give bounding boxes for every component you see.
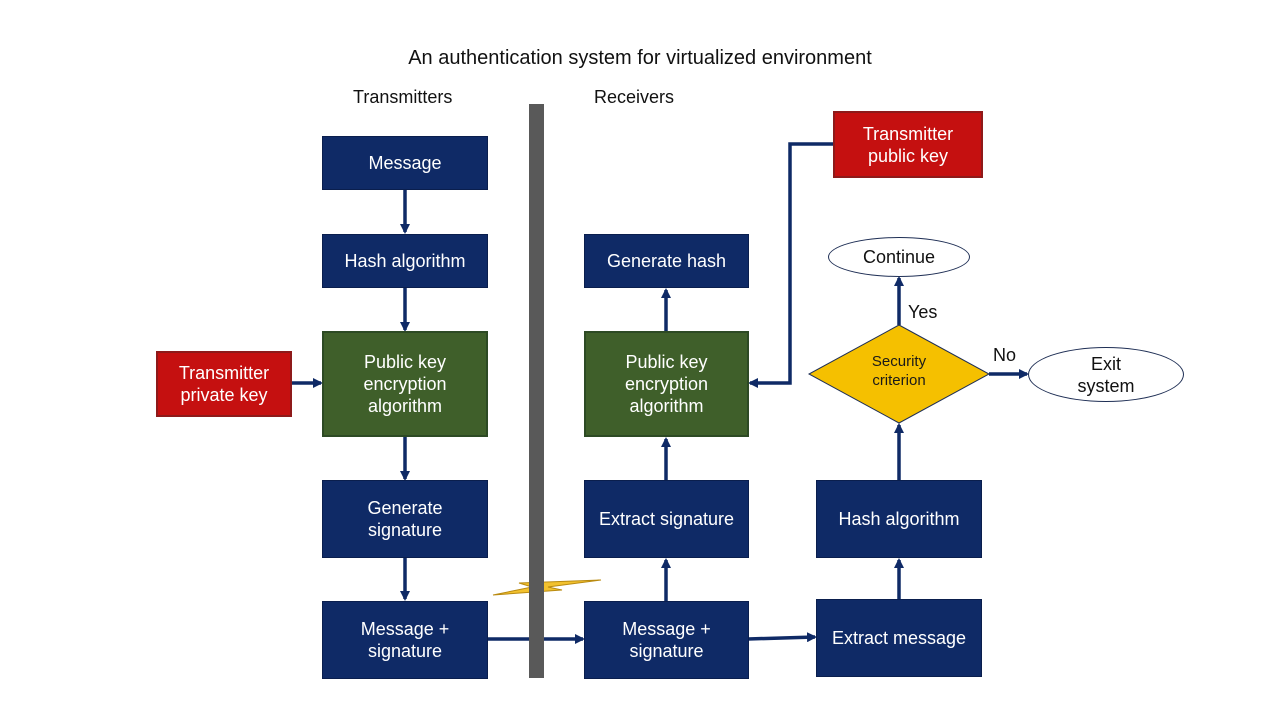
rx-hash-algorithm-box: Hash algorithm: [816, 480, 982, 558]
rx-message-signature-box: Message + signature: [584, 601, 749, 679]
channel-divider: [529, 104, 544, 678]
lightning-bolt-icon: [492, 579, 602, 596]
continue-terminal: Continue: [828, 237, 970, 277]
exit-system-terminal: Exit system: [1028, 347, 1184, 402]
tx-generate-signature-box: Generate signature: [322, 480, 488, 558]
rx-generate-hash-box: Generate hash: [584, 234, 749, 288]
tx-message-box: Message: [322, 136, 488, 190]
rx-public-key-box: Transmitter public key: [833, 111, 983, 178]
arrow-public-key-to-encryption: [748, 142, 834, 388]
security-criterion-label: Security criterion: [871, 353, 927, 389]
security-criterion-diamond: [807, 324, 991, 424]
lane-label-transmitters: Transmitters: [353, 87, 453, 107]
tx-encryption-box: Public key encryption algorithm: [322, 331, 488, 437]
diagram-title: An authentication system for virtualized…: [408, 47, 872, 69]
rx-extract-signature-box: Extract signature: [584, 480, 749, 558]
tx-hash-algorithm-box: Hash algorithm: [322, 234, 488, 288]
tx-private-key-box: Transmitter private key: [156, 351, 292, 417]
yes-edge-label: Yes: [908, 302, 938, 322]
tx-message-signature-box: Message + signature: [322, 601, 488, 679]
rx-encryption-box: Public key encryption algorithm: [584, 331, 749, 437]
lane-label-receivers: Receivers: [594, 87, 675, 107]
arrow-message-to-extract-message: [747, 632, 817, 643]
no-edge-label: No: [993, 345, 1017, 365]
rx-extract-message-box: Extract message: [816, 599, 982, 677]
